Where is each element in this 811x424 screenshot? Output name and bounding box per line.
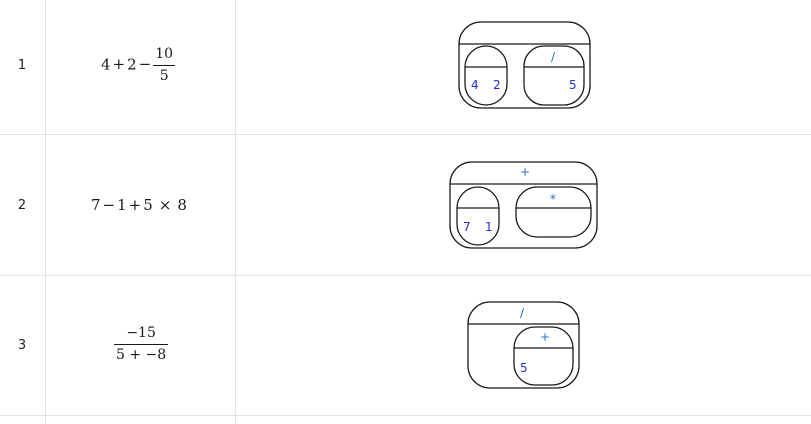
operator-label: /: [520, 306, 525, 320]
column-divider-2: [235, 0, 236, 424]
row-divider-1: [0, 134, 811, 135]
right-operand-node: [515, 186, 592, 238]
value-label: 4: [471, 78, 479, 92]
term: 4: [101, 55, 111, 74]
operator: +: [112, 55, 126, 74]
outer-container: [467, 301, 580, 389]
operator-label: /: [551, 50, 556, 64]
outer-container: [449, 161, 598, 249]
operator: −: [102, 196, 116, 214]
value-label: 5: [569, 78, 577, 92]
row-2-expression: 7−1+5 × 8: [91, 196, 187, 214]
term: 8: [177, 196, 187, 214]
fraction-bar: [114, 343, 169, 345]
fraction-numerator: 10: [155, 46, 174, 62]
row-3-expression: −15 5 + −8: [114, 325, 169, 364]
left-operand-node: [464, 45, 508, 106]
inner-operand-node: [513, 326, 574, 386]
row-2-diagram: + 7 1 *: [449, 161, 598, 249]
fraction: −15 5 + −8: [114, 325, 169, 364]
row-3-index: 3: [17, 338, 27, 353]
left-operand-node: [456, 186, 500, 246]
operator-label: *: [550, 192, 556, 206]
term: 5: [143, 196, 153, 214]
row-1-index: 1: [17, 58, 27, 73]
operator: +: [128, 196, 142, 214]
value-label: 5: [520, 361, 528, 375]
value-label: 2: [493, 78, 501, 92]
fraction-numerator: −15: [126, 325, 156, 341]
outer-container: [458, 21, 591, 109]
term: 1: [117, 196, 127, 214]
column-divider-1: [45, 0, 46, 424]
row-divider-3: [0, 415, 811, 416]
term: 7: [91, 196, 101, 214]
value-label: 1: [485, 220, 493, 234]
operator-label: +: [520, 165, 530, 179]
row-3-diagram: / + 5: [467, 301, 580, 389]
operator: −: [138, 55, 152, 74]
operator: ×: [158, 196, 172, 214]
value-label: 7: [463, 220, 471, 234]
row-divider-2: [0, 275, 811, 276]
row-1-diagram: 4 2 / 5: [458, 21, 591, 109]
right-operand-node: [523, 45, 585, 106]
row-2-index: 2: [17, 198, 27, 213]
term: 2: [127, 55, 137, 74]
operator-label: +: [540, 330, 550, 344]
fraction-denominator: 5: [159, 67, 169, 84]
fraction-bar: [153, 64, 176, 66]
fraction-denominator: 5 + −8: [116, 346, 167, 363]
